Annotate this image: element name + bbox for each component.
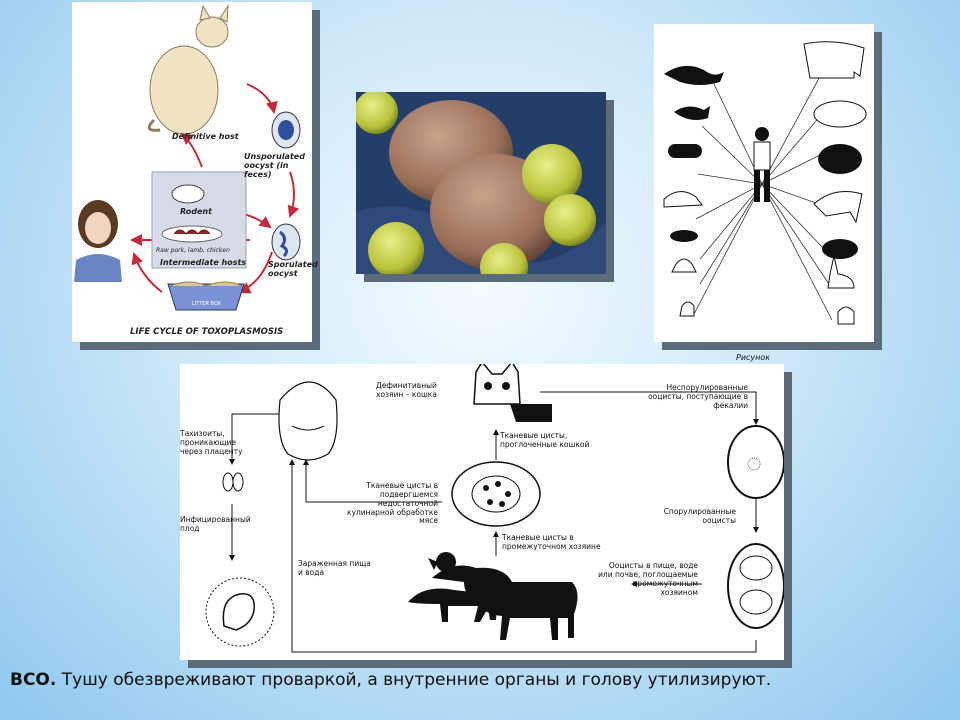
caption-bold: ВСО. [10,670,57,690]
intermediate-hosts-label: Intermediate hosts [160,258,247,267]
farm-animals-drawing [408,552,578,640]
caption-text: Тушу обезвреживают проваркой, а внутренн… [56,670,772,690]
slide-caption: ВСО. Тушу обезвреживают проваркой, а вну… [10,670,954,690]
ru-tissue-cysts-eaten-label: Тканевые цисты, проглоченные кошкой [500,431,590,449]
cat-illustration [147,4,229,135]
lifecycle-title: LIFE CYCLE OF TOXOPLASMOSIS [130,327,284,337]
woman-head-drawing [278,381,338,461]
unsporulated-label: Unsporulated oocyst (in feces) [244,152,305,180]
sporulated-label: Sporulated oocyst [268,260,318,279]
cat-head-drawing [473,364,552,422]
ru-contaminated-food-label: Зараженная пища и вода [298,559,371,577]
hosts-diagram-drawing [663,41,867,325]
figure-label: Рисунок [736,353,771,362]
ru-infected-fetus-label: Инфицированный плод [180,515,251,533]
lifecycle-en-drawing [74,4,301,311]
lifecycle-en-panel: Definitive host Unsporulated oocyst (in … [72,2,318,342]
ru-tachyzoites-label: Тахизоиты, проникающие через плаценту [180,429,243,456]
ru-tissue-cysts-undercooked-label: Тканевые цисты в подвергшемся недостаточ… [347,481,438,526]
litter-box-label: LITTER BOX [192,301,221,307]
raw-meat-label: Raw pork, lamb, chicken [156,247,230,254]
definitive-host-label: Definitive host [172,132,239,141]
lifecycle-ru-drawing [205,364,784,653]
hosts-diagram-panel [654,24,874,342]
micrograph-photo [356,92,606,274]
rodent-label: Rodent [180,207,212,216]
ru-unsporulated-label: Неспорулированные ооцисты, поступающие в… [648,383,748,410]
ru-tissue-cysts-intermediate-label: Тканевые цисты в промежуточном хозяине [502,533,601,551]
micrograph-image [356,92,606,274]
ru-oocysts-food-label: Ооцисты в пище, воде или почве, поглощае… [598,561,698,597]
woman-illustration [74,200,122,282]
ru-sporulated-label: Спорулированные ооцисты [663,507,736,525]
lifecycle-ru-panel: Рисунок Дефинитивный хозяин – кошка Несп… [180,353,784,660]
ru-definitive-host-label: Дефинитивный хозяин – кошка [376,381,437,399]
